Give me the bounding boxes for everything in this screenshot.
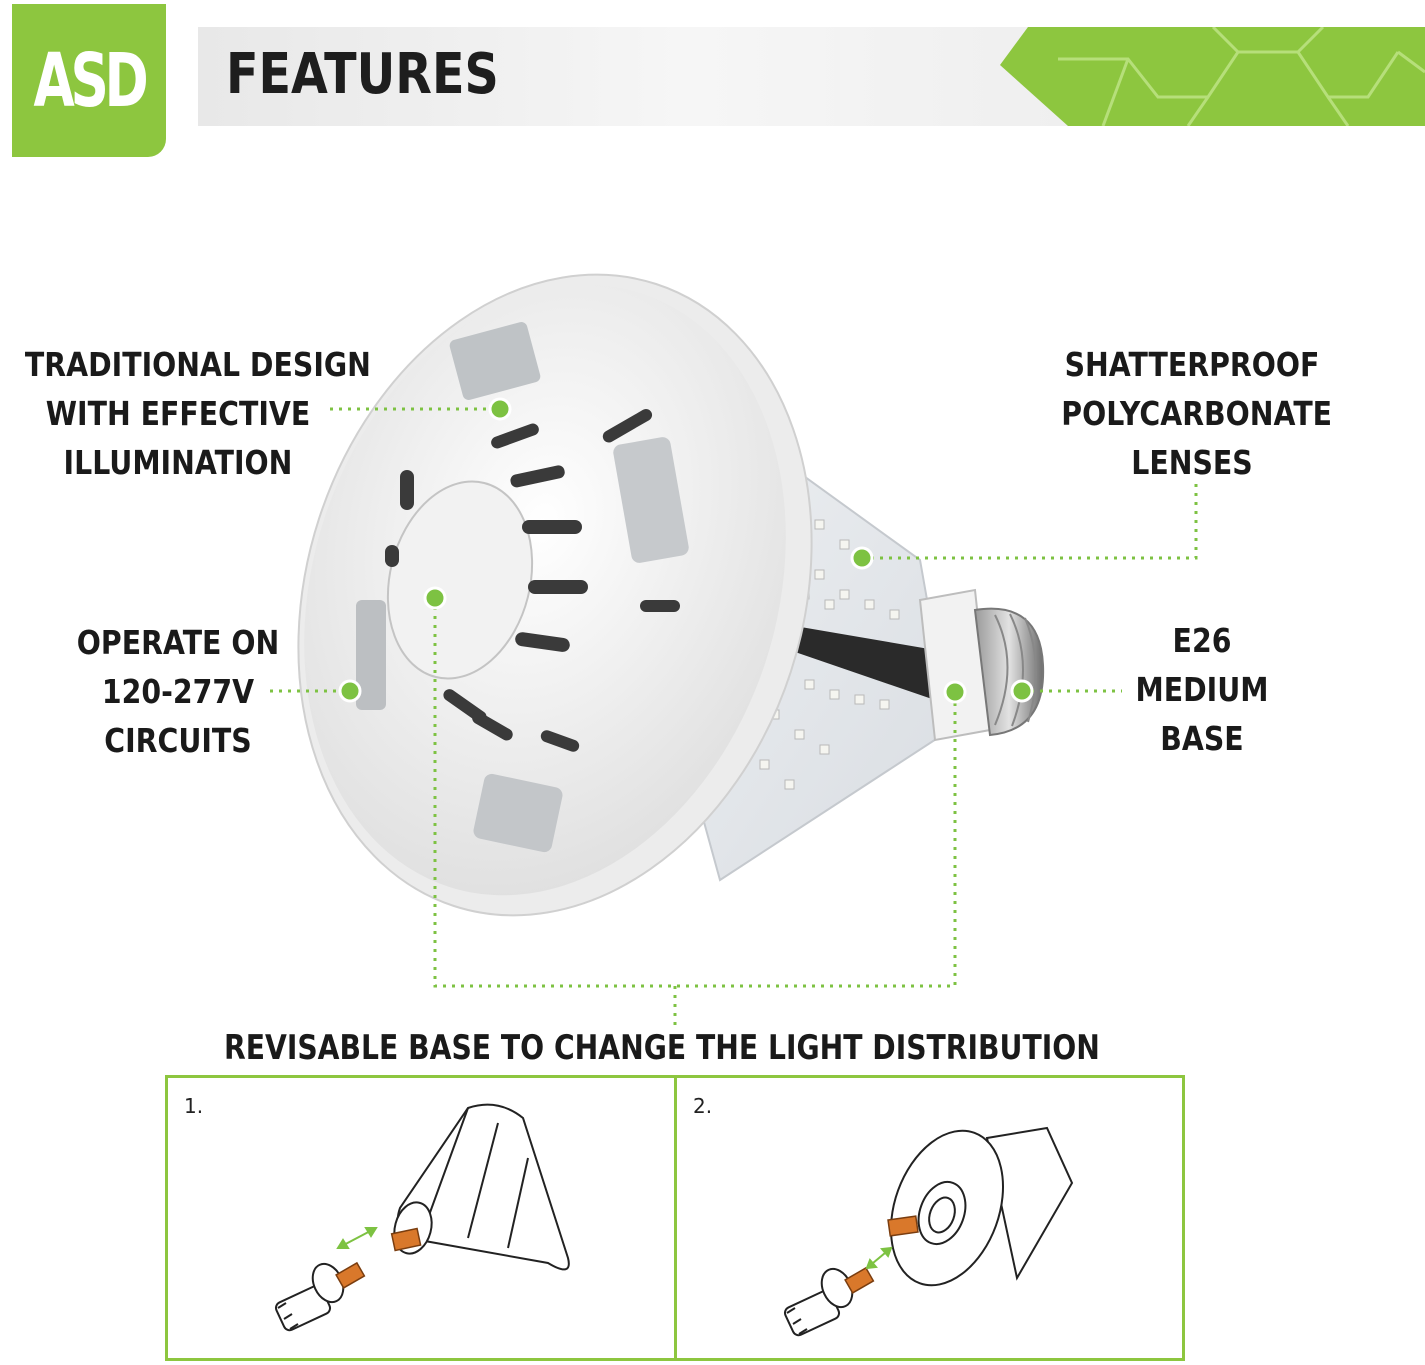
callout-line: LENSES — [1131, 443, 1253, 482]
e26-base — [918, 588, 1045, 742]
callout-base: E26 MEDIUM BASE — [1131, 616, 1272, 763]
step-2-illustration — [783, 1126, 1074, 1337]
callout-line: E26 — [1172, 621, 1232, 660]
callout-line: POLYCARBONATE — [1061, 394, 1333, 433]
step-number: 1. — [184, 1094, 204, 1118]
leader-lines — [270, 407, 1198, 1025]
bulb-disc — [297, 273, 813, 917]
step-panel-2: 2. — [674, 1075, 1185, 1361]
callout-line: BASE — [1160, 719, 1244, 758]
asd-logo: ASD — [12, 4, 166, 157]
callout-line: SHATTERPROOF — [1064, 345, 1320, 384]
header-bar — [198, 27, 1425, 126]
callout-line: TRADITIONAL DESIGN — [24, 345, 371, 384]
step-number: 2. — [693, 1094, 713, 1118]
callout-line: 120-277V — [101, 672, 255, 711]
callout-dots — [338, 397, 1034, 704]
callout-line: OPERATE ON — [76, 623, 280, 662]
callout-traditional-design: TRADITIONAL DESIGN WITH EFFECTIVE ILLUMI… — [24, 340, 371, 487]
callout-line: ILLUMINATION — [63, 443, 293, 482]
page-title: FEATURES — [226, 42, 499, 107]
logo-text: ASD — [33, 37, 149, 124]
header-hex-pattern — [1000, 27, 1425, 126]
step-1-illustration — [274, 1103, 570, 1332]
callout-line: MEDIUM — [1135, 670, 1269, 709]
step-panel-1: 1. — [165, 1075, 677, 1361]
revisable-base-title: REVISABLE BASE TO CHANGE THE LIGHT DISTR… — [224, 1028, 1100, 1068]
callout-lenses: SHATTERPROOF POLYCARBONATE LENSES — [1061, 340, 1333, 487]
callout-voltage: OPERATE ON 120-277V CIRCUITS — [75, 618, 281, 765]
callout-line: CIRCUITS — [104, 721, 252, 760]
callout-line: WITH EFFECTIVE — [45, 394, 311, 433]
